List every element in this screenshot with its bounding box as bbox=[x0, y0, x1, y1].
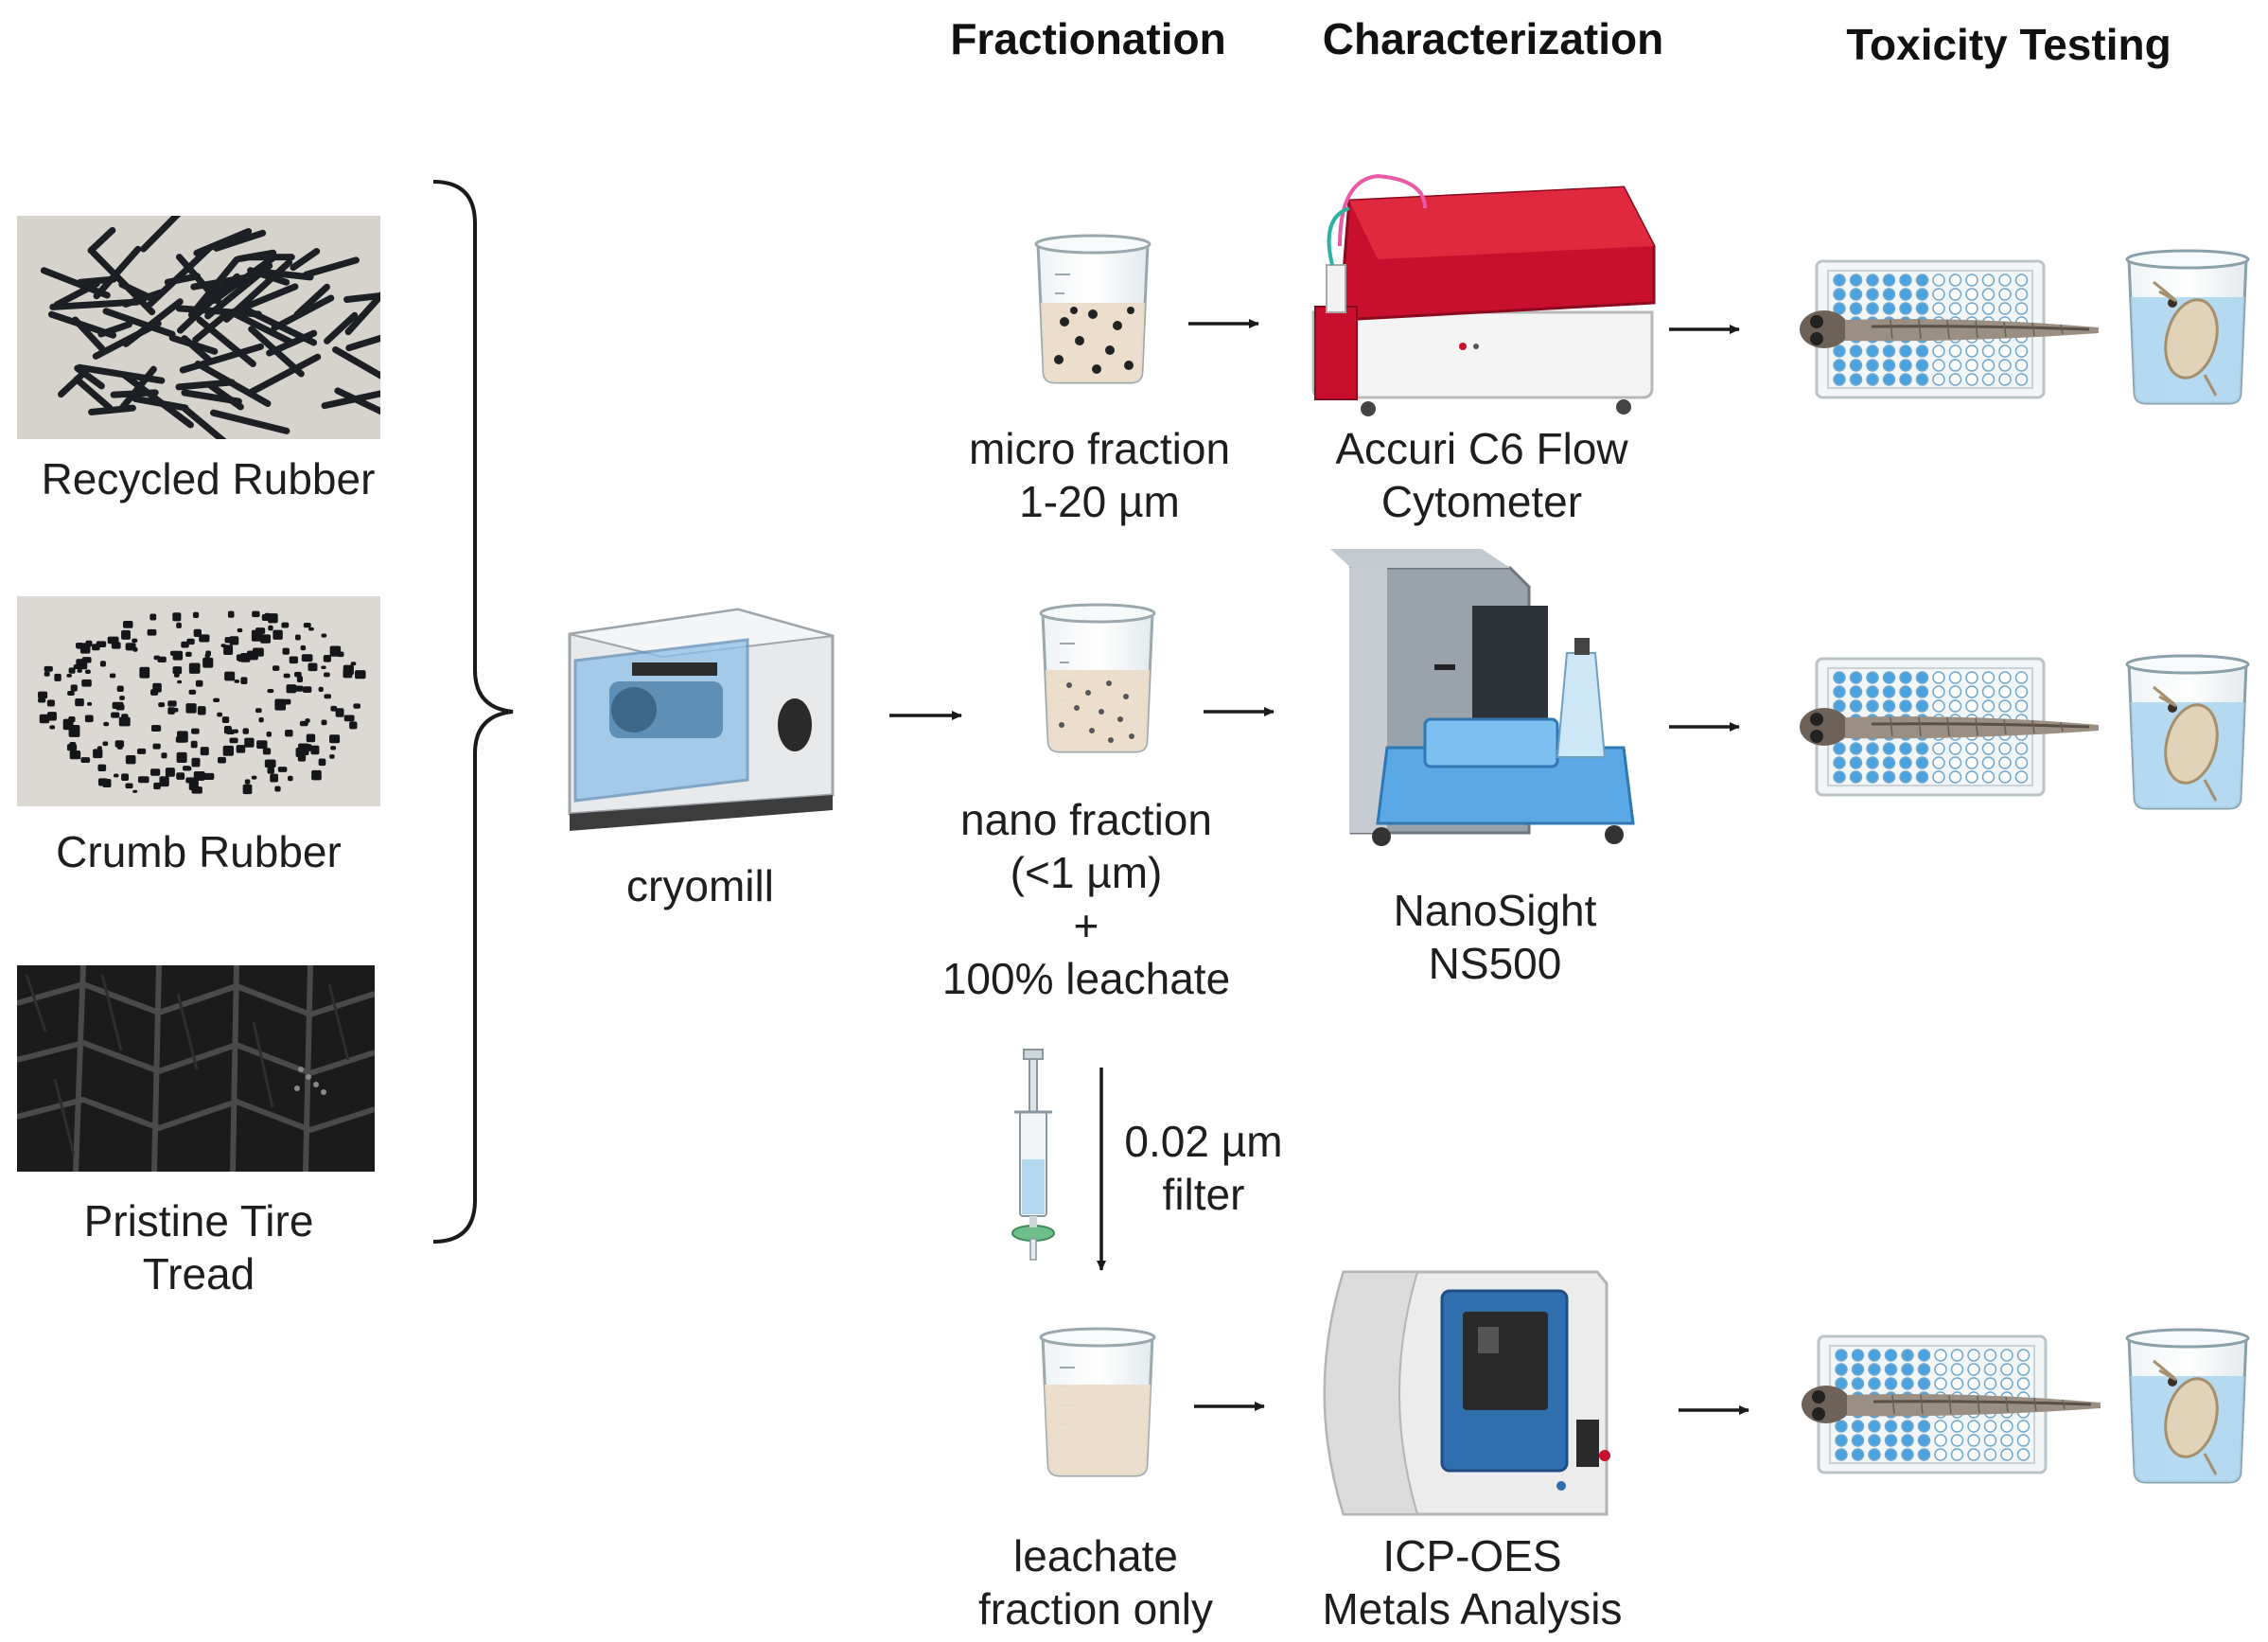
recycled-rubber-image bbox=[17, 216, 380, 439]
recycled-rubber-label: Recycled Rubber bbox=[41, 454, 376, 503]
icp-oes-icon bbox=[1323, 1270, 1610, 1516]
header-fractionation: Fractionation bbox=[950, 14, 1226, 63]
header-characterization: Characterization bbox=[1322, 14, 1664, 63]
leachate-fraction-beaker bbox=[1039, 1327, 1156, 1477]
daphnia-beaker-1 bbox=[2125, 249, 2250, 405]
tire-tread-image bbox=[17, 965, 375, 1172]
daphnia-beaker-3 bbox=[2125, 1328, 2250, 1484]
crumb-rubber-label: Crumb Rubber bbox=[56, 827, 342, 876]
nanosight-ns500-icon bbox=[1330, 549, 1635, 846]
nano-fraction-label: nano fraction(<1 µm)+100% leachate bbox=[941, 795, 1231, 1003]
grouping-brace bbox=[432, 180, 514, 1244]
nano-fraction-beaker bbox=[1039, 603, 1156, 753]
accuri-flow-cytometer-icon bbox=[1311, 173, 1656, 416]
toxicity-plate-3 bbox=[1800, 1334, 2102, 1474]
cryomill-label: cryomill bbox=[626, 861, 774, 910]
daphnia-beaker-2 bbox=[2125, 654, 2250, 810]
toxicity-plate-2 bbox=[1798, 657, 2101, 797]
cryomill-icon bbox=[568, 608, 835, 831]
micro-fraction-beaker bbox=[1034, 234, 1152, 384]
syringe-filter-icon bbox=[1011, 1049, 1055, 1261]
toxicity-plate-1 bbox=[1798, 259, 2101, 399]
crumb-rubber-image bbox=[17, 596, 380, 806]
header-toxicity-testing: Toxicity Testing bbox=[1846, 20, 2171, 69]
